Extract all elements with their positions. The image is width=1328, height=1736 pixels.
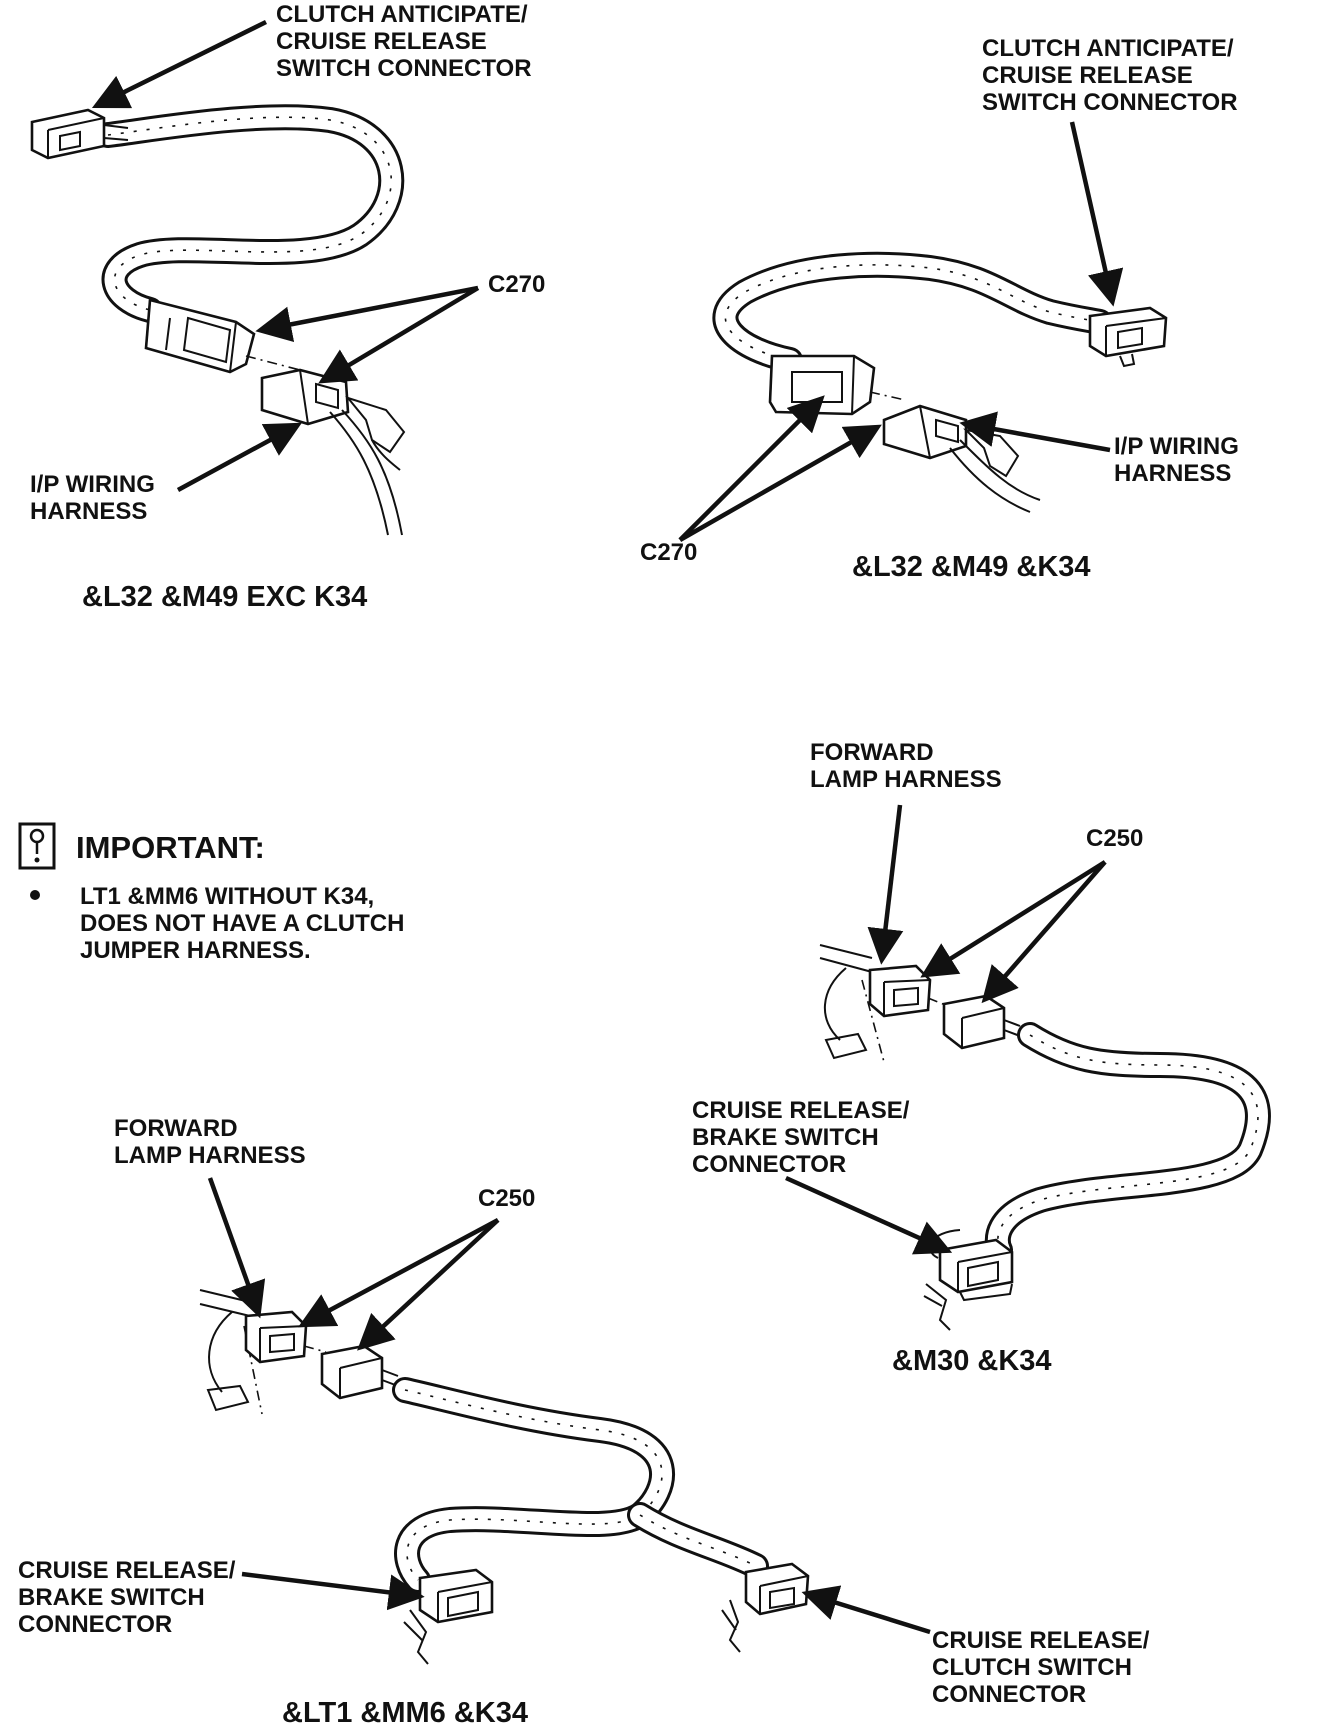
label-ip-harness: I/P WIRING HARNESS	[30, 471, 162, 525]
arrow-cruise-brake	[241, 1571, 425, 1611]
arrow-c250-a	[920, 860, 1107, 978]
arrow-c270-b	[678, 424, 882, 542]
c250-connector-harness-side	[942, 994, 1021, 1050]
jumper-harness	[392, 1377, 769, 1593]
ip-wiring-harness	[949, 428, 1041, 513]
arrow-clutch-anticipate	[91, 19, 267, 109]
cruise-brake-connector	[403, 1568, 494, 1665]
view-l32-m49-exc-k34: CLUTCH ANTICIPATE/ CRUISE RELEASE SWITCH…	[30, 1, 545, 613]
bullet	[30, 890, 40, 900]
view-m30-k34: FORWARD LAMP HARNESS C250 CRUISE RELEASE…	[692, 739, 1271, 1377]
cruise-brake-connector	[923, 1229, 1014, 1331]
arrow-ip-harness	[176, 422, 302, 492]
c250-connector-lamp-side	[868, 964, 932, 1018]
ip-wiring-harness	[329, 396, 406, 536]
caption: &LT1 &MM6 &K34	[282, 1697, 528, 1729]
c270-connector-harness-side	[144, 298, 256, 374]
view-lt1-mm6-k34: FORWARD LAMP HARNESS C250 CRUISE RELEASE…	[18, 1115, 1156, 1729]
arrow-cruise-clutch	[801, 1585, 931, 1635]
label-c250: C250	[478, 1185, 535, 1212]
caution-icon	[18, 822, 56, 870]
label-cruise-clutch: CRUISE RELEASE/ CLUTCH SWITCH CONNECTOR	[932, 1627, 1156, 1708]
jumper-harness	[712, 251, 1113, 373]
important-text: LT1 &MM6 WITHOUT K34, DOES NOT HAVE A CL…	[80, 883, 411, 964]
label-clutch-anticipate: CLUTCH ANTICIPATE/ CRUISE RELEASE SWITCH…	[276, 1, 534, 82]
view-l32-m49-k34: CLUTCH ANTICIPATE/ CRUISE RELEASE SWITCH…	[640, 35, 1246, 583]
label-cruise-brake: CRUISE RELEASE/ BRAKE SWITCH CONNECTOR	[692, 1097, 916, 1178]
arrow-c250-b	[357, 1218, 500, 1351]
label-c270: C270	[488, 271, 545, 298]
label-forward-lamp: FORWARD LAMP HARNESS	[114, 1115, 306, 1169]
mating-line	[927, 997, 949, 1007]
c270-connector-ip-side	[260, 368, 350, 426]
label-cruise-brake: CRUISE RELEASE/ BRAKE SWITCH CONNECTOR	[18, 1557, 242, 1638]
jumper-harness	[95, 104, 405, 323]
label-clutch-anticipate: CLUTCH ANTICIPATE/ CRUISE RELEASE SWITCH…	[982, 35, 1240, 116]
arrow-c250-b	[981, 860, 1107, 1004]
label-c250: C250	[1086, 825, 1143, 852]
label-c270: C270	[640, 539, 697, 566]
forward-lamp-harness	[819, 944, 885, 1063]
c250-connector-harness-side	[320, 1344, 399, 1400]
clutch-anticipate-connector	[1088, 306, 1168, 368]
arrow-forward-lamp	[207, 1177, 266, 1319]
c270-connector-ip-side	[882, 404, 968, 460]
label-ip-harness: I/P WIRING HARNESS	[1114, 433, 1246, 487]
jumper-harness	[984, 1022, 1271, 1263]
arrow-c270-a	[678, 395, 825, 542]
arrow-c270-b	[318, 286, 480, 384]
caption: &M30 &K34	[892, 1345, 1052, 1377]
label-forward-lamp: FORWARD LAMP HARNESS	[810, 739, 1002, 793]
arrow-c270-a	[255, 285, 479, 343]
important-title: IMPORTANT:	[76, 830, 265, 865]
arrow-forward-lamp	[867, 804, 904, 965]
mating-line	[303, 1345, 327, 1353]
caption: &L32 &M49 &K34	[852, 551, 1091, 583]
mating-line	[869, 391, 906, 401]
arrow-ip-harness	[959, 411, 1111, 453]
cruise-clutch-connector	[721, 1562, 810, 1653]
arrow-cruise-brake	[785, 1175, 953, 1255]
c270-connector-harness-side	[768, 354, 876, 416]
arrow-clutch-anticipate	[1069, 121, 1124, 307]
caption: &L32 &M49 EXC K34	[82, 581, 367, 613]
c250-connector-lamp-side	[244, 1310, 308, 1364]
important-note: IMPORTANT: LT1 &MM6 WITHOUT K34, DOES NO…	[18, 822, 411, 964]
arrow-c250-a	[298, 1218, 500, 1328]
clutch-anticipate-connector	[30, 108, 129, 160]
mating-line	[245, 355, 301, 371]
